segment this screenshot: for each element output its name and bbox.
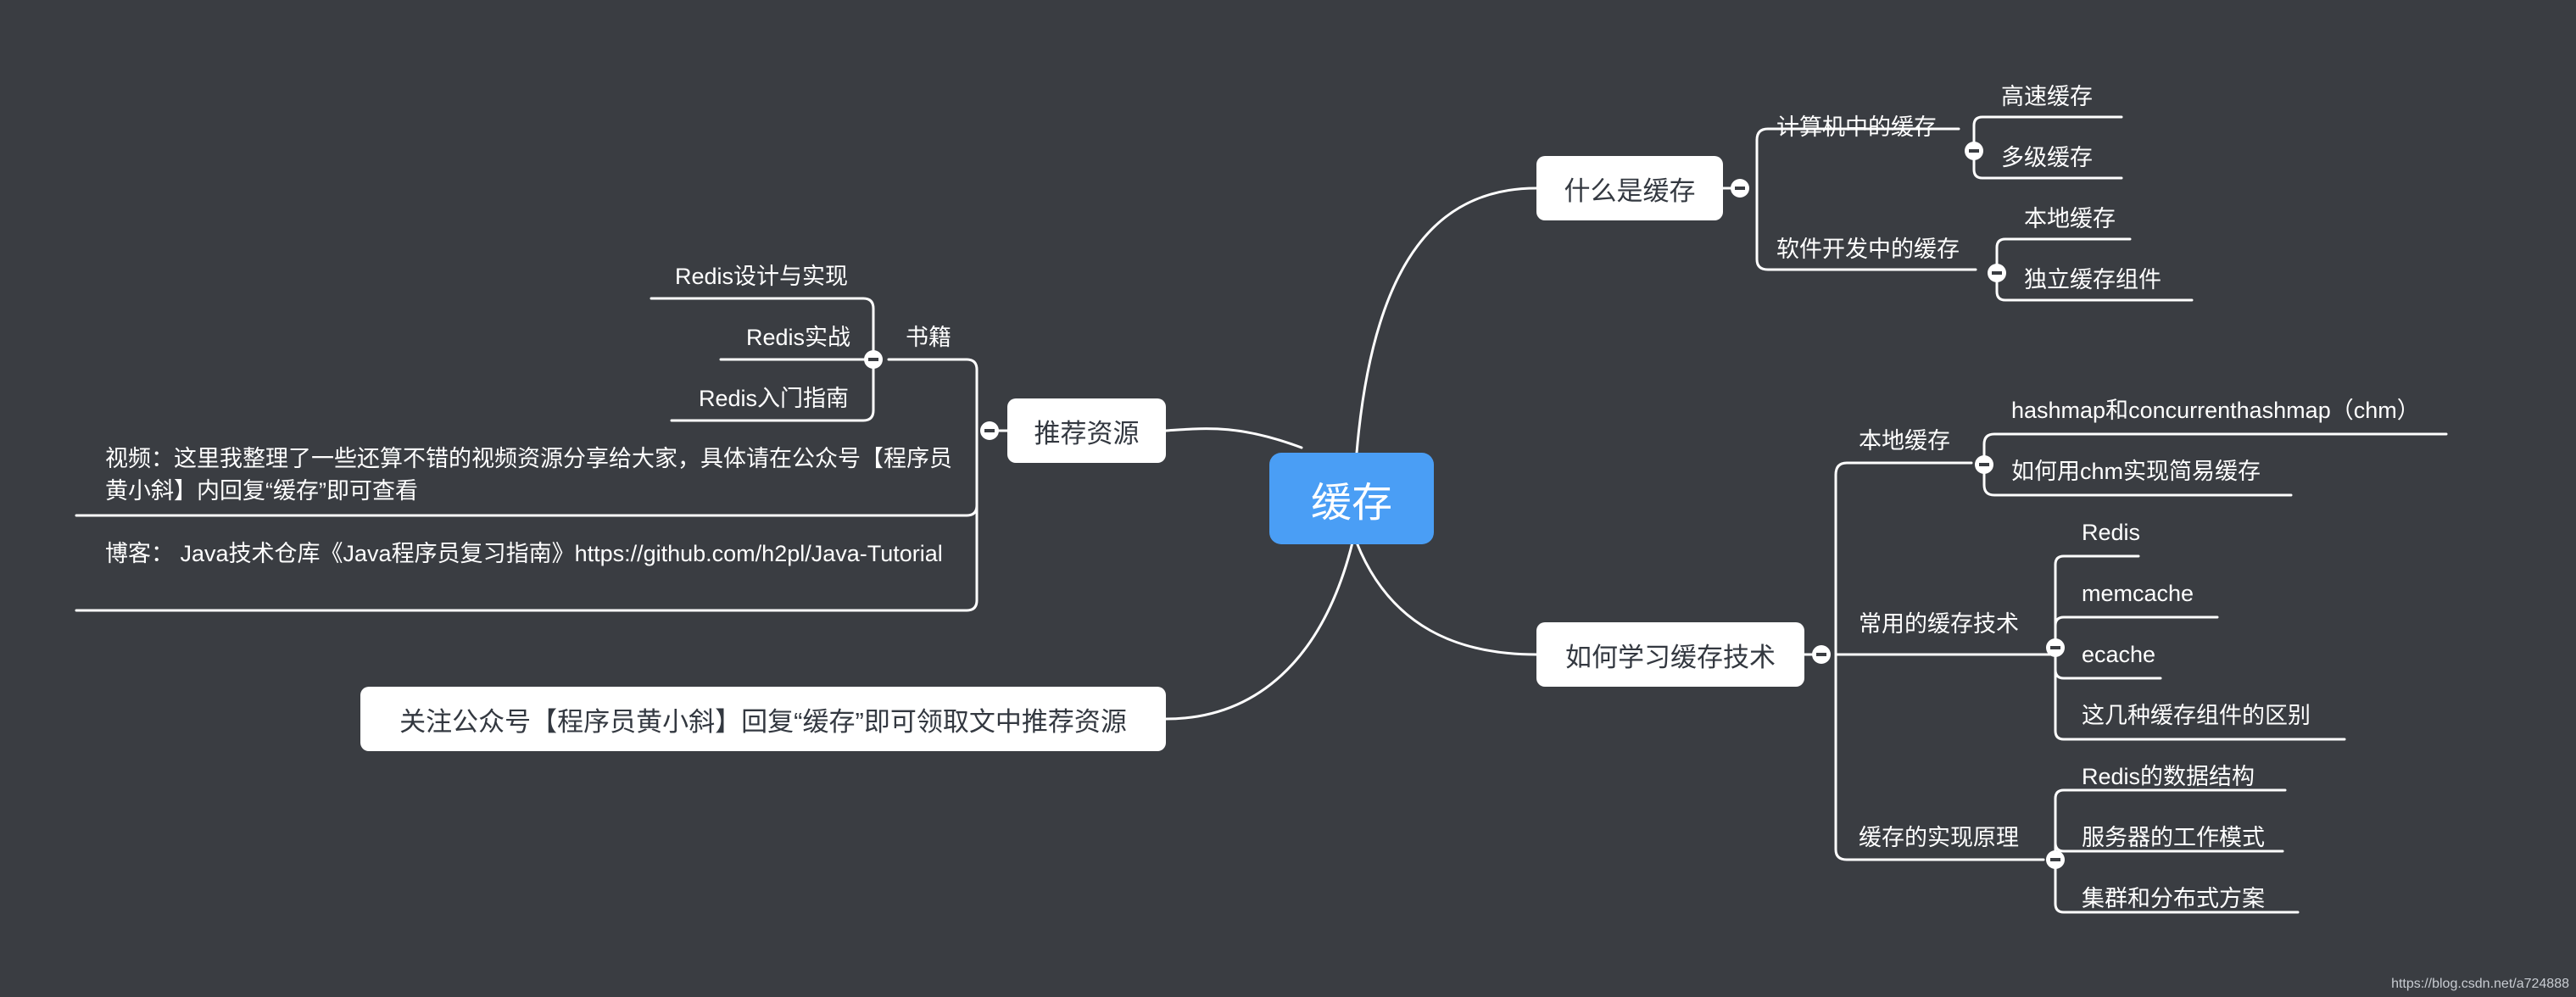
label-local-cache-a[interactable]: 本地缓存: [2024, 206, 2116, 231]
label-server-mode[interactable]: 服务器的工作模式: [2082, 825, 2265, 850]
label-fast-cache[interactable]: 高速缓存: [2001, 84, 2093, 109]
label-redis-data-structure[interactable]: Redis的数据结构: [2082, 764, 2255, 789]
collapse-toggle-books[interactable]: [864, 350, 883, 369]
watermark: https://blog.csdn.net/a724888: [2391, 977, 2569, 991]
label-books[interactable]: 书籍: [906, 325, 951, 350]
label-standalone-cache[interactable]: 独立缓存组件: [2024, 267, 2161, 292]
collapse-toggle-local[interactable]: [1975, 455, 1993, 474]
label-hashmap-chm[interactable]: hashmap和concurrenthashmap（chm）: [2011, 398, 2420, 423]
label-chm-simple-cache[interactable]: 如何用chm实现简易缓存: [2011, 459, 2261, 484]
collapse-toggle-software[interactable]: [1988, 264, 2006, 282]
label-memcache[interactable]: memcache: [2082, 581, 2194, 606]
topic-follow-account[interactable]: 关注公众号【程序员黄小斜】回复“缓存”即可领取文中推荐资源: [360, 687, 1166, 751]
label-cache-principle[interactable]: 缓存的实现原理: [1859, 825, 2019, 850]
label-multi-level-cache[interactable]: 多级缓存: [2001, 145, 2093, 170]
label-redis[interactable]: Redis: [2082, 520, 2141, 545]
collapse-toggle-computer[interactable]: [1965, 142, 1983, 160]
label-ecache[interactable]: ecache: [2082, 642, 2156, 667]
label-book-redis-guide[interactable]: Redis入门指南: [699, 386, 850, 411]
label-book-redis-design[interactable]: Redis设计与实现: [675, 264, 849, 289]
label-book-redis-in-action[interactable]: Redis实战: [746, 325, 851, 350]
collapse-toggle-common[interactable]: [2046, 638, 2065, 657]
collapse-toggle-resources[interactable]: [980, 421, 999, 440]
collapse-toggle-what[interactable]: [1731, 179, 1749, 198]
topic-what-is-cache[interactable]: 什么是缓存: [1536, 156, 1723, 220]
topic-resources[interactable]: 推荐资源: [1007, 398, 1166, 463]
topic-how-to-learn[interactable]: 如何学习缓存技术: [1536, 622, 1804, 687]
label-computer-cache[interactable]: 计算机中的缓存: [1776, 114, 1937, 140]
label-cache-diff[interactable]: 这几种缓存组件的区别: [2082, 703, 2311, 728]
label-cluster-distributed[interactable]: 集群和分布式方案: [2082, 886, 2265, 911]
collapse-toggle-howto[interactable]: [1812, 645, 1831, 664]
label-common-cache-tech[interactable]: 常用的缓存技术: [1859, 611, 2019, 637]
label-local-cache-b[interactable]: 本地缓存: [1859, 428, 1950, 454]
collapse-toggle-principle[interactable]: [2046, 850, 2065, 869]
label-blog[interactable]: 博客： Java技术仓库《Java程序员复习指南》https://github.…: [105, 541, 943, 566]
label-video[interactable]: 视频：这里我整理了一些还算不错的视频资源分享给大家，具体请在公众号【程序员黄小斜…: [105, 446, 952, 504]
label-software-cache[interactable]: 软件开发中的缓存: [1776, 237, 1960, 262]
root-topic[interactable]: 缓存: [1269, 453, 1434, 544]
